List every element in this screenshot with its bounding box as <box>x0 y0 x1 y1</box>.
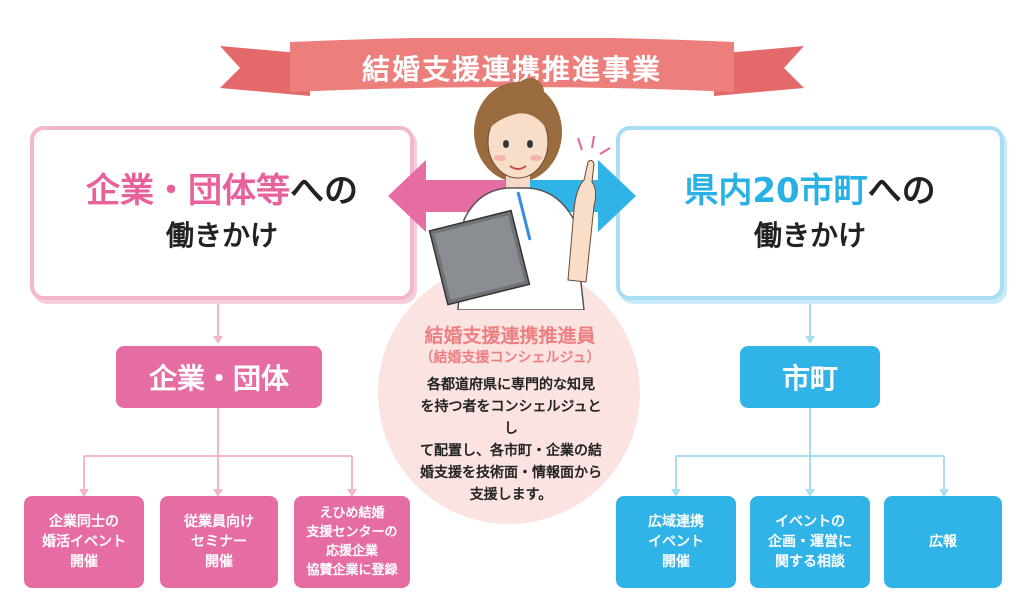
municipality-outreach-action: 働きかけ <box>753 219 866 252</box>
concierge-description: 各都道府県に専門的な知見 を持つ者をコンシェルジュとし て配置し、各市町・企業の… <box>414 374 608 506</box>
description-line: を持つ者をコンシェルジュとし <box>420 399 602 437</box>
description-line: て配置し、各市町・企業の結 <box>420 443 602 459</box>
leaf-line: 支援センターの <box>306 525 398 540</box>
leaf-line: 企画・運営に <box>768 534 852 550</box>
leaf-line: 婚活イベント <box>42 534 126 550</box>
municipality-outreach-target: 県内20市町 <box>684 171 868 211</box>
banner-title: 結婚支援連携推進事業 <box>361 53 662 86</box>
leaf-regional-event: 広域連携 イベント 開催 <box>616 496 736 588</box>
leaf-event-consultation: イベントの 企画・運営に 関する相談 <box>750 496 870 588</box>
company-outreach-box: 企業・団体等への 働きかけ <box>30 126 414 300</box>
leaf-line: 開催 <box>205 554 233 570</box>
description-line: 婚支援を技術面・情報面から <box>420 465 602 481</box>
company-outreach-suffix: への <box>290 171 358 211</box>
company-outreach-action: 働きかけ <box>165 219 278 252</box>
description-line: 支援します。 <box>469 487 553 503</box>
ribbon-banner <box>220 38 804 96</box>
leaf-line: 開催 <box>70 554 98 570</box>
leaf-publicity: 広報 <box>884 496 1002 588</box>
leaf-line: セミナー <box>191 534 247 550</box>
leaf-line: イベントの <box>775 514 845 530</box>
right-arrow-icon <box>512 160 636 232</box>
leaf-line: イベント <box>648 534 704 550</box>
municipalities-node: 市町 <box>740 346 880 408</box>
leaf-line: 従業員向け <box>184 514 254 530</box>
leaf-employee-seminar: 従業員向け セミナー 開催 <box>160 496 278 588</box>
leaf-support-center-registration: えひめ結婚 支援センターの 応援企業 協賛企業に登録 <box>294 496 410 588</box>
leaf-line: 応援企業 <box>325 544 378 559</box>
leaf-line: 関する相談 <box>775 554 845 570</box>
leaf-line: 開催 <box>662 554 690 570</box>
companies-node: 企業・団体 <box>116 346 322 408</box>
bidirectional-arrows <box>388 160 636 232</box>
leaf-line: えひめ結婚 <box>319 506 385 521</box>
concierge-person-illustration <box>428 78 611 310</box>
leaf-line: 企業同士の <box>49 514 119 530</box>
leaf-line: 広報 <box>929 534 957 550</box>
leaf-line: 広域連携 <box>648 514 704 530</box>
municipality-outreach-suffix: への <box>867 171 936 211</box>
concierge-title: 結婚支援連携推進員 <box>424 325 596 347</box>
leaf-company-matchmaking: 企業同士の 婚活イベント 開催 <box>24 496 144 588</box>
company-outreach-target: 企業・団体等 <box>86 171 290 211</box>
left-arrow-icon <box>388 160 512 232</box>
leaf-line: 協賛企業に登録 <box>306 563 398 578</box>
municipality-outreach-box: 県内20市町への 働きかけ <box>616 126 1004 300</box>
description-line: 各都道府県に専門的な知見 <box>427 377 595 393</box>
concierge-subtitle: （結婚支援コンシェルジュ） <box>419 350 601 366</box>
